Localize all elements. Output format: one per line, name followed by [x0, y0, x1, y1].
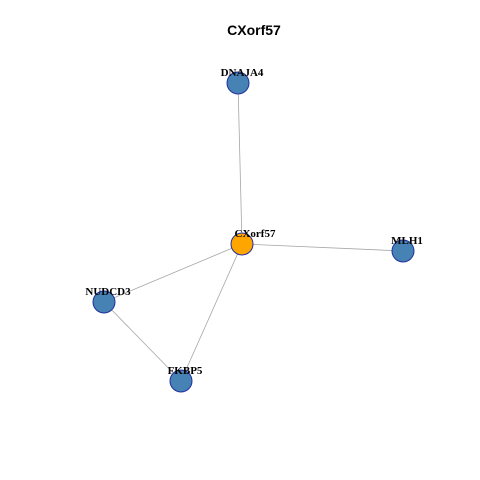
edge-cxorf57-dnaja4	[237, 82, 243, 245]
node-label-mlh1: MLH1	[391, 235, 423, 247]
edge-cxorf57-nudcd3	[103, 243, 243, 303]
node-label-fkbp5: FKBP5	[168, 365, 203, 377]
edge-cxorf57-mlh1	[241, 243, 404, 252]
edges-layer	[103, 82, 404, 382]
node-nudcd3[interactable]	[92, 290, 116, 314]
node-cxorf57[interactable]	[230, 232, 254, 256]
node-label-nudcd3: NUDCD3	[85, 286, 131, 298]
edge-cxorf57-fkbp5	[180, 243, 243, 382]
node-label-dnaja4: DNAJA4	[221, 67, 264, 79]
node-label-cxorf57: CXorf57	[235, 228, 276, 240]
nodes-layer	[92, 71, 415, 393]
graph-title: CXorf57	[227, 22, 281, 38]
edge-nudcd3-fkbp5	[103, 301, 182, 382]
node-dnaja4[interactable]	[226, 71, 250, 95]
node-fkbp5[interactable]	[169, 369, 193, 393]
node-mlh1[interactable]	[391, 239, 415, 263]
